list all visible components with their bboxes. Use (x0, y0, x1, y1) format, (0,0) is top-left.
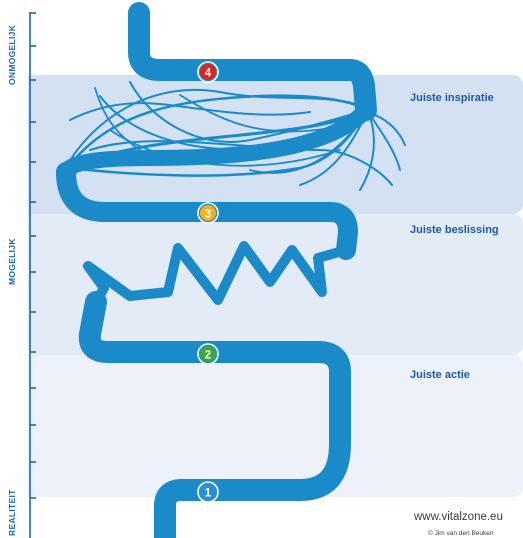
tangle-lines (61, 81, 406, 191)
step-4-fill (200, 64, 216, 80)
band-actie: Juiste actie (28, 355, 523, 497)
axis-label-realiteit: REALITEIT (7, 489, 17, 536)
main-path (56, 2, 377, 538)
step-2-number: 2 (205, 350, 211, 362)
step-1-number: 1 (205, 488, 212, 500)
step-marker-1: 1 (197, 481, 219, 503)
band-label-beslissing: Juiste beslissing (410, 224, 499, 236)
copyright-note: © Jim van den Beuken (428, 530, 494, 537)
vertical-axis (29, 12, 36, 538)
website-url: www.vitalzone.eu (414, 511, 503, 523)
step-2-fill (200, 346, 216, 362)
step-3-number: 3 (205, 209, 211, 221)
step-marker-3: 3 (197, 202, 219, 224)
band-label-inspiratie: Juiste inspiratie (410, 92, 494, 104)
step-marker-4: 4 (197, 61, 219, 83)
axis-label-mogelijk: MOGELIJK (7, 238, 17, 285)
step-4-number: 4 (205, 68, 212, 80)
step-marker-2: 2 (197, 343, 219, 365)
band-label-actie: Juiste actie (410, 369, 470, 381)
step-3-fill (200, 205, 216, 221)
axis-label-onmogelijk: ONMOGELIJK (7, 24, 17, 85)
